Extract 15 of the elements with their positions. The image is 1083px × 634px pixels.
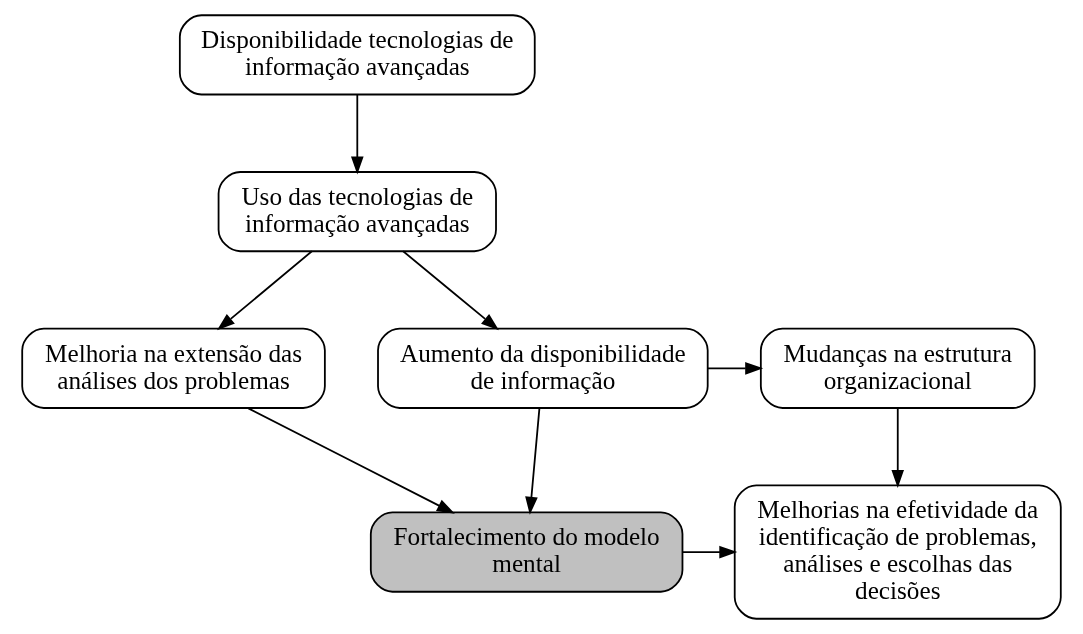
node-box: Mudanças na estrutura organizacional — [759, 327, 1036, 409]
arrow — [247, 407, 455, 514]
node-box: Aumento da disponibilidade de informação — [377, 327, 709, 409]
arrow — [706, 362, 764, 375]
arrow — [891, 407, 905, 488]
node-box: Uso das tecnologias de informação avançadas — [217, 171, 497, 253]
node-box: Melhoria na extensão das análises dos problemas — [21, 327, 326, 409]
node-box: Melhorias na efetividade da identificação de problemas, análises e escolhas das decisões — [733, 484, 1062, 620]
arrow — [525, 407, 541, 515]
node-box: Disponibilidade tecnologias de informação avançadas — [178, 14, 536, 96]
arrow — [681, 545, 738, 559]
arrow — [217, 250, 313, 331]
arrow — [351, 93, 364, 175]
arrow — [402, 250, 499, 331]
node-box: Fortalecimento do modelo mental — [369, 511, 684, 593]
